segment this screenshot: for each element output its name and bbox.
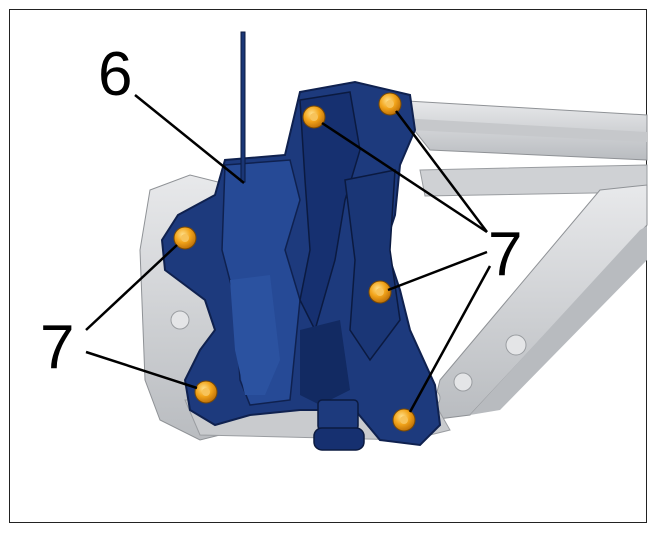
bolt-icon [368, 280, 392, 304]
callout-6: 6 [98, 40, 132, 109]
bolt-icon [392, 408, 416, 432]
callout-7-left: 7 [40, 313, 74, 382]
bolt-icon [378, 92, 402, 116]
callout-7-right: 7 [488, 220, 522, 289]
bolt-icon [194, 380, 218, 404]
bolts [173, 92, 416, 432]
bolt-icon [173, 226, 197, 250]
leader-lines [85, 94, 492, 413]
bolt-icon [302, 105, 326, 129]
support-frame [139, 99, 648, 441]
